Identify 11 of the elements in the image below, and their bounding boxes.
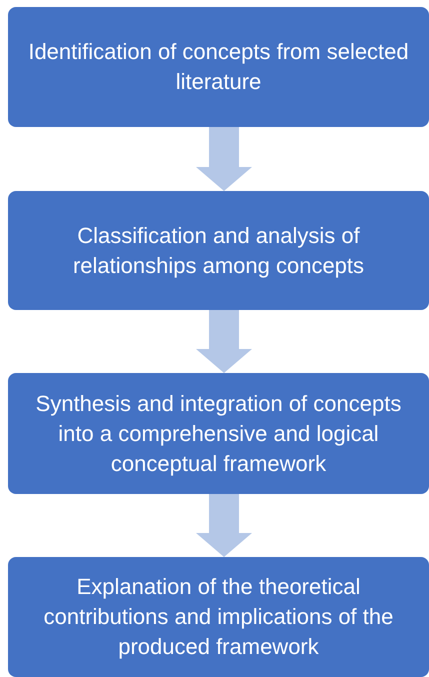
block-arrow	[196, 494, 252, 557]
step-text: Classification and analysis of relationships among concepts	[72, 222, 366, 280]
process-box	[8, 191, 429, 310]
step-text: Synthesis and integration of concepts into a comprehensive and logical conceptual framework	[34, 390, 402, 478]
block-arrow	[196, 310, 252, 373]
process-box	[8, 373, 429, 494]
process-box	[8, 557, 429, 677]
block-arrow	[196, 127, 252, 191]
step-text: Explanation of the theoretical contributions and implications of the produced framework	[42, 573, 394, 661]
process-box	[8, 7, 429, 127]
step-text: Identification of concepts from selected literature	[27, 38, 410, 96]
